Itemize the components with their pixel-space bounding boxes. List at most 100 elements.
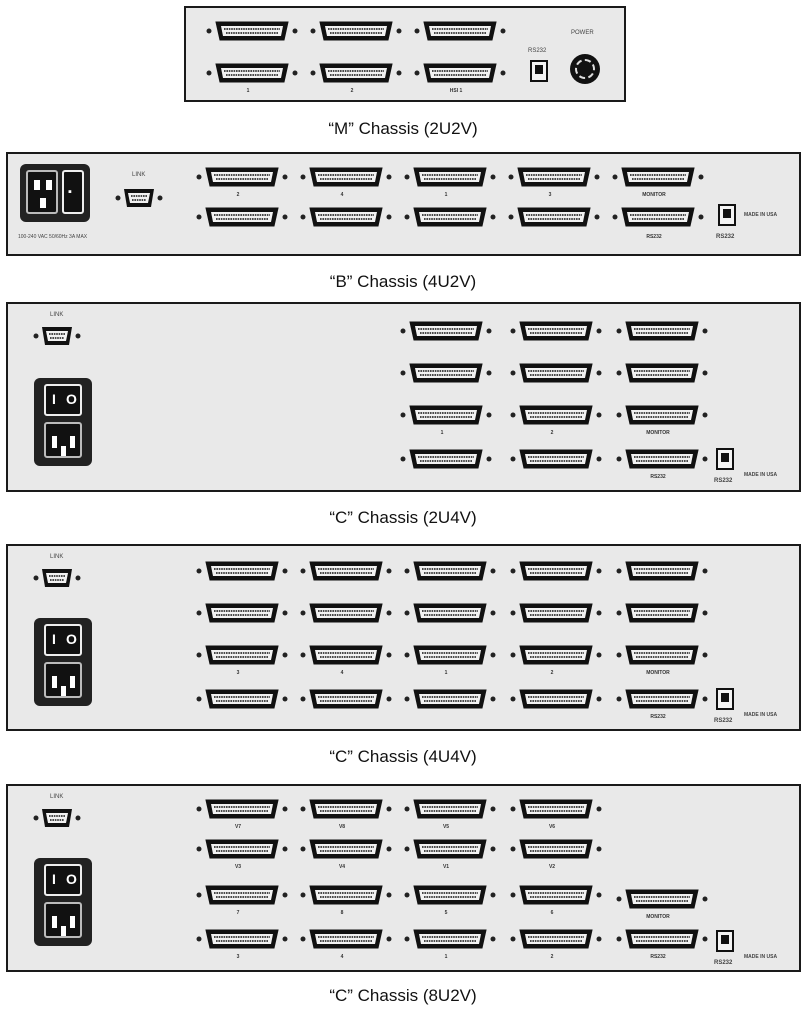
port-label: V3: [234, 864, 242, 870]
db25-port: [308, 60, 404, 91]
db25-port: [614, 926, 710, 957]
db25-port: [614, 446, 710, 477]
caption-c-2u4v: “C” Chassis (2U4V): [329, 508, 477, 527]
db25-port: [308, 18, 404, 49]
rs232-label: RS232: [716, 234, 735, 240]
port-label: RS232: [646, 234, 662, 240]
port-label: 1: [440, 430, 444, 436]
db25-port: [614, 360, 710, 391]
port-label: 6: [550, 910, 554, 916]
port-label: 1: [246, 88, 250, 94]
port-label: RS232: [650, 954, 666, 960]
db25-port: [402, 836, 498, 867]
db25-port: [194, 836, 290, 867]
db25-port: [508, 600, 604, 631]
db25-port: [412, 60, 508, 91]
link-label: LINK: [50, 554, 64, 560]
db25-port: [298, 926, 394, 957]
rs232-label: RS232: [714, 718, 733, 724]
db25-port: [402, 882, 498, 913]
link-port: [32, 324, 82, 353]
db25-port: [402, 796, 498, 827]
port-label: V2: [548, 864, 556, 870]
port-label: 2: [236, 192, 240, 198]
port-label: MONITOR: [646, 670, 670, 676]
db25-port: [298, 164, 394, 195]
db25-port: [204, 18, 300, 49]
port-label: 4: [340, 670, 344, 676]
db25-port: [398, 318, 494, 349]
made-in-usa-label: MADE IN USA: [744, 472, 778, 478]
db25-port: [402, 204, 498, 235]
db25-port: [298, 796, 394, 827]
port-label: 7: [236, 910, 240, 916]
db25-port: [508, 926, 604, 957]
db25-port: [614, 600, 710, 631]
link-label: LINK: [132, 172, 146, 178]
caption-b: “B” Chassis (4U2V): [329, 272, 477, 291]
db25-port: [508, 642, 604, 673]
port-label: 3: [236, 670, 240, 676]
port-label: 2: [550, 430, 554, 436]
db25-port: [610, 204, 706, 235]
db25-port: [508, 796, 604, 827]
port-label: 2: [550, 954, 554, 960]
db25-port: [194, 642, 290, 673]
port-label: MONITOR: [642, 192, 666, 198]
db25-port: [194, 164, 290, 195]
db25-port: [298, 882, 394, 913]
db25-port: [614, 318, 710, 349]
link-label: LINK: [50, 312, 64, 318]
db25-port: [298, 686, 394, 717]
caption-c-8u2v: “C” Chassis (8U2V): [329, 986, 477, 1005]
port-label: 1: [444, 954, 448, 960]
port-label: HSI 1: [449, 88, 463, 94]
db25-port: [508, 318, 604, 349]
db25-port: [412, 18, 508, 49]
db25-port: [614, 558, 710, 589]
db25-port: [508, 558, 604, 589]
db25-port: [398, 360, 494, 391]
rs232-jack: [530, 60, 548, 82]
db25-port: [402, 642, 498, 673]
db25-port: [402, 558, 498, 589]
rs232-jack: [716, 448, 734, 470]
port-label: V4: [338, 864, 346, 870]
db25-port: [194, 796, 290, 827]
db25-port: [194, 558, 290, 589]
db25-port: [194, 882, 290, 913]
port-label: 2: [350, 88, 354, 94]
link-port: [32, 806, 82, 835]
db25-port: [194, 926, 290, 957]
db25-port: [298, 836, 394, 867]
db25-port: [508, 836, 604, 867]
db25-port: [402, 164, 498, 195]
db25-port: [614, 886, 710, 917]
db25-port: [298, 558, 394, 589]
db25-port: [194, 204, 290, 235]
port-label: 8: [340, 910, 344, 916]
power-connector-icon: [570, 54, 600, 84]
db25-port: [506, 164, 602, 195]
link-port: [32, 566, 82, 595]
db25-port: [298, 642, 394, 673]
port-label: RS232: [650, 714, 666, 720]
port-label: 2: [550, 670, 554, 676]
db25-port: [506, 204, 602, 235]
port-label: V7: [234, 824, 242, 830]
db25-port: [398, 402, 494, 433]
db25-port: [508, 882, 604, 913]
db25-port: [508, 686, 604, 717]
db25-port: [194, 600, 290, 631]
port-label: MONITOR: [646, 914, 670, 920]
port-label: 1: [444, 192, 448, 198]
port-label: 5: [444, 910, 448, 916]
chassis-m: 1 2 HSI 1 RS232 POWER: [184, 6, 626, 102]
port-label: V8: [338, 824, 346, 830]
